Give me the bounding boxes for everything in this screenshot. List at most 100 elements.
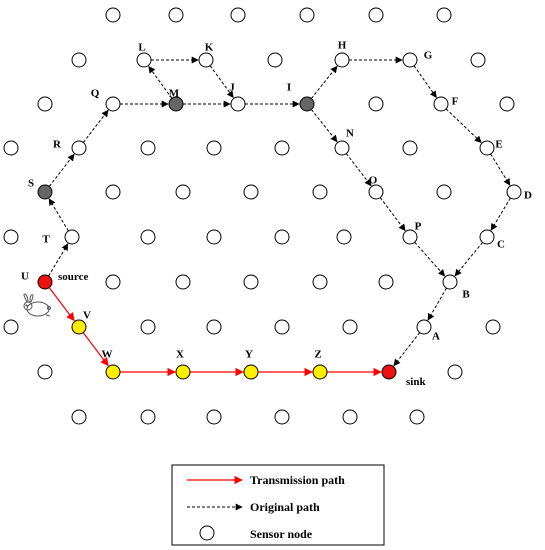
sensor-node xyxy=(368,96,384,112)
rabbit-icon xyxy=(23,293,51,317)
node-label-b: B xyxy=(462,289,470,301)
node-label-v: V xyxy=(83,310,91,322)
path-node-u xyxy=(37,274,53,290)
node-label-h: H xyxy=(338,40,347,52)
sensor-node xyxy=(105,184,121,200)
path-node-y xyxy=(243,364,259,380)
sensor-node xyxy=(175,184,191,200)
sensor-node xyxy=(243,184,259,200)
sensor-node xyxy=(140,140,156,156)
node-label-o: O xyxy=(369,175,378,187)
node-label-x: X xyxy=(176,349,184,361)
sensor-node xyxy=(274,319,290,335)
sensor-node xyxy=(71,409,87,425)
node-label-k: K xyxy=(205,42,214,54)
sensor-node xyxy=(206,319,222,335)
sensor-node xyxy=(3,229,19,245)
original-edge-b-to-a xyxy=(427,287,447,321)
sensor-node xyxy=(274,409,290,425)
sensor-node xyxy=(3,319,19,335)
node-label-q: Q xyxy=(91,88,100,100)
sensor-node xyxy=(409,409,425,425)
sensor-node xyxy=(175,274,191,290)
original-path-edges xyxy=(48,56,511,367)
original-edge-r-to-q xyxy=(82,109,109,143)
original-edge-a-to-sink xyxy=(393,332,421,367)
sensor-node xyxy=(105,274,121,290)
legend: Transmission path Original path Sensor n… xyxy=(171,464,385,546)
node-label-f: F xyxy=(452,96,459,108)
sensor-node xyxy=(436,184,452,200)
sensor-node xyxy=(436,7,452,23)
original-edge-p-to-b xyxy=(414,241,446,277)
transmission-edge-u-to-v xyxy=(48,287,75,322)
background-sensor-nodes xyxy=(3,7,515,425)
source-label: source xyxy=(58,271,88,283)
legend-original-text: Original path xyxy=(250,500,320,514)
sensor-node xyxy=(140,229,156,245)
path-node-k xyxy=(198,52,214,68)
path-node-i xyxy=(299,96,315,112)
node-label-u: U xyxy=(21,271,29,283)
path-node-r xyxy=(71,140,87,156)
sensor-node xyxy=(447,364,463,380)
sensor-node xyxy=(378,274,394,290)
sensor-node xyxy=(274,229,290,245)
path-node-t xyxy=(64,229,80,245)
path-node-v xyxy=(71,319,87,335)
node-label-p: P xyxy=(415,221,422,233)
original-edge-e-to-d xyxy=(490,153,511,186)
sensor-node xyxy=(140,319,156,335)
original-edge-g-to-f xyxy=(413,65,437,99)
node-label-n: N xyxy=(346,128,354,140)
node-label-g: G xyxy=(424,50,433,62)
node-label-y: Y xyxy=(245,349,253,361)
sensor-node xyxy=(105,7,121,23)
node-label-t: T xyxy=(42,234,50,246)
sensor-node xyxy=(267,52,283,68)
sensor-node xyxy=(336,229,352,245)
original-edge-o-to-p xyxy=(379,197,406,232)
path-node-a xyxy=(416,319,432,335)
node-label-s: S xyxy=(28,178,34,190)
transmission-edge-v-to-w xyxy=(82,332,109,367)
original-edge-t-to-s xyxy=(48,198,69,232)
path-node-p xyxy=(402,229,418,245)
path-node-g xyxy=(402,52,418,68)
path-node-e xyxy=(479,140,495,156)
path-node-s xyxy=(37,184,53,200)
path-node-n xyxy=(334,140,350,156)
path-nodes xyxy=(37,52,522,380)
path-node-j xyxy=(230,96,246,112)
sensor-node xyxy=(71,52,87,68)
sensor-node xyxy=(243,274,259,290)
original-edge-i-to-h xyxy=(310,65,338,99)
path-node-b xyxy=(442,274,458,290)
node-label-a: A xyxy=(432,331,440,343)
sensor-node xyxy=(274,140,290,156)
original-edge-k-to-j xyxy=(209,65,234,99)
path-node-h xyxy=(334,52,350,68)
sensor-node xyxy=(37,96,53,112)
legend-sensor-text: Sensor node xyxy=(250,527,313,541)
original-edge-n-to-o xyxy=(345,153,372,187)
sink-node xyxy=(381,364,397,380)
original-edge-i-to-n xyxy=(310,109,338,143)
sensor-node xyxy=(470,52,486,68)
original-edge-c-to-b xyxy=(454,242,483,277)
sink-label: sink xyxy=(406,376,426,388)
sensor-node xyxy=(402,140,418,156)
legend-transmission-text: Transmission path xyxy=(250,473,345,487)
node-label-l: L xyxy=(138,42,145,54)
path-node-w xyxy=(105,364,121,380)
sensor-node xyxy=(499,96,515,112)
path-node-l xyxy=(136,52,152,68)
path-node-x xyxy=(175,364,191,380)
path-node-d xyxy=(506,184,522,200)
transmission-path-edges xyxy=(48,287,382,377)
node-label-w: W xyxy=(102,349,113,361)
sensor-node xyxy=(299,7,315,23)
original-edge-s-to-r xyxy=(48,153,75,187)
node-label-e: E xyxy=(495,139,502,151)
